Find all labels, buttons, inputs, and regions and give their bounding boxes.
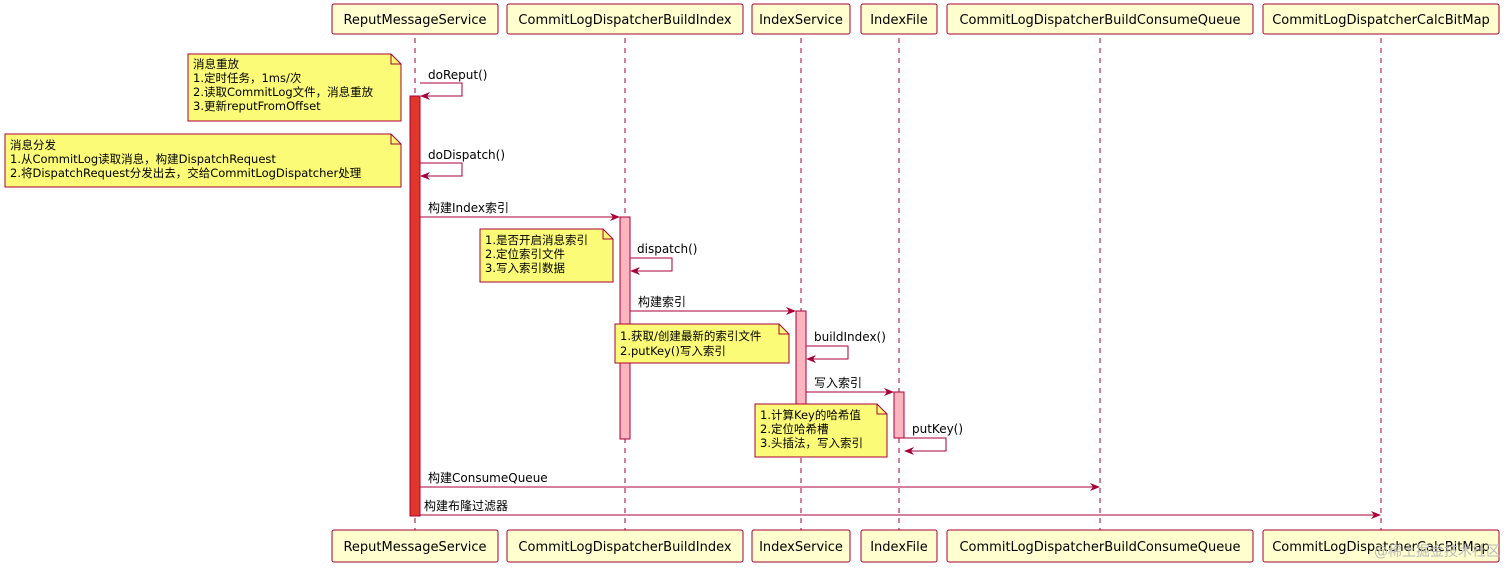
note-line: 消息重放 bbox=[193, 57, 239, 71]
participant-indexservice-bottom: IndexService bbox=[751, 529, 851, 563]
note-line: 1.计算Key的哈希值 bbox=[760, 408, 861, 422]
participant-label: ReputMessageService bbox=[343, 540, 486, 555]
message-build-index-service: 构建索引 bbox=[630, 294, 796, 315]
note-line: 1.获取/创建最新的索引文件 bbox=[620, 329, 761, 343]
note-line: 3.更新reputFromOffset bbox=[193, 99, 321, 113]
note-line: 2.读取CommitLog文件，消息重放 bbox=[193, 85, 374, 99]
activation-indexservice bbox=[795, 310, 807, 406]
participant-label: CommitLogDispatcherCalcBitMap bbox=[1272, 540, 1490, 555]
activation-indexfile bbox=[893, 391, 905, 439]
message-label: 构建布隆过滤器 bbox=[424, 498, 508, 513]
note-line: 2.putKey()写入索引 bbox=[620, 344, 726, 358]
participant-bitmap-bottom: CommitLogDispatcherCalcBitMap bbox=[1262, 529, 1500, 563]
message-label: buildIndex() bbox=[814, 330, 886, 344]
participant-reput-bottom: ReputMessageService bbox=[331, 529, 499, 563]
note-buildindex: 1.是否开启消息索引 2.定位索引文件 3.写入索引数据 bbox=[479, 228, 614, 283]
message-dodispatch: doDispatch() bbox=[420, 148, 505, 180]
note-line: 3.头插法，写入索引 bbox=[760, 436, 863, 450]
participant-label: IndexService bbox=[759, 540, 843, 555]
message-label: dispatch() bbox=[637, 242, 697, 256]
participant-label: CommitLogDispatcherBuildConsumeQueue bbox=[959, 540, 1240, 555]
note-line: 1.是否开启消息索引 bbox=[485, 233, 588, 247]
note-indexfile: 1.计算Key的哈希值 2.定位哈希槽 3.头插法，写入索引 bbox=[754, 403, 888, 458]
message-write-index: 写入索引 bbox=[806, 376, 894, 396]
participant-label: CommitLogDispatcherBuildIndex bbox=[518, 13, 731, 28]
note-line: 2.将DispatchRequest分发出去，交给CommitLogDispat… bbox=[10, 166, 362, 180]
message-buildindex: buildIndex() bbox=[806, 330, 886, 363]
message-label: 构建索引 bbox=[638, 294, 686, 309]
participant-label: IndexFile bbox=[870, 540, 928, 555]
participant-label: CommitLogDispatcherCalcBitMap bbox=[1272, 13, 1490, 28]
message-label: putKey() bbox=[912, 422, 963, 436]
participant-reput-top: ReputMessageService bbox=[331, 3, 499, 35]
note-line: 1.从CommitLog读取消息，构建DispatchRequest bbox=[10, 152, 276, 166]
participant-buildindex-top: CommitLogDispatcherBuildIndex bbox=[506, 3, 744, 35]
message-dispatch: dispatch() bbox=[630, 242, 697, 275]
participant-bitmap-top: CommitLogDispatcherCalcBitMap bbox=[1262, 3, 1500, 35]
note-reput: 消息重放 1.定时任务，1ms/次 2.读取CommitLog文件，消息重放 3… bbox=[187, 53, 402, 122]
message-doreput: doReput() bbox=[420, 68, 487, 100]
participant-label: CommitLogDispatcherBuildIndex bbox=[518, 540, 731, 555]
message-label: 构建ConsumeQueue bbox=[428, 470, 548, 485]
watermark: @稀土掘金技术社区 bbox=[1374, 544, 1500, 560]
message-label: 写入索引 bbox=[814, 376, 862, 390]
note-line: 消息分发 bbox=[10, 138, 56, 152]
participant-buildindex-bottom: CommitLogDispatcherBuildIndex bbox=[506, 529, 744, 563]
note-line: 1.定时任务，1ms/次 bbox=[193, 71, 302, 85]
message-build-index: 构建Index索引 bbox=[420, 200, 620, 221]
message-label: doDispatch() bbox=[428, 148, 505, 162]
note-line: 2.定位索引文件 bbox=[485, 247, 565, 261]
message-build-consumequeue: 构建ConsumeQueue bbox=[420, 470, 1100, 491]
participant-label: ReputMessageService bbox=[343, 13, 486, 28]
note-indexservice: 1.获取/创建最新的索引文件 2.putKey()写入索引 bbox=[614, 323, 790, 364]
message-label: doReput() bbox=[428, 68, 487, 82]
participant-indexservice-top: IndexService bbox=[751, 3, 851, 35]
note-line: 3.写入索引数据 bbox=[485, 261, 565, 275]
activation-reput bbox=[409, 95, 421, 517]
message-build-bloom: 构建布隆过滤器 bbox=[420, 498, 1381, 519]
participant-label: IndexService bbox=[759, 13, 843, 28]
message-label: 构建Index索引 bbox=[428, 200, 509, 215]
participant-consumequeue-bottom: CommitLogDispatcherBuildConsumeQueue bbox=[946, 529, 1254, 563]
message-putkey: putKey() bbox=[904, 422, 963, 455]
participant-indexfile-top: IndexFile bbox=[860, 3, 938, 35]
note-line: 2.定位哈希槽 bbox=[760, 422, 829, 436]
participant-label: IndexFile bbox=[870, 13, 928, 28]
participant-consumequeue-top: CommitLogDispatcherBuildConsumeQueue bbox=[946, 3, 1254, 35]
note-dispatch: 消息分发 1.从CommitLog读取消息，构建DispatchRequest … bbox=[4, 133, 402, 188]
participant-label: CommitLogDispatcherBuildConsumeQueue bbox=[959, 13, 1240, 28]
participant-indexfile-bottom: IndexFile bbox=[860, 529, 938, 563]
